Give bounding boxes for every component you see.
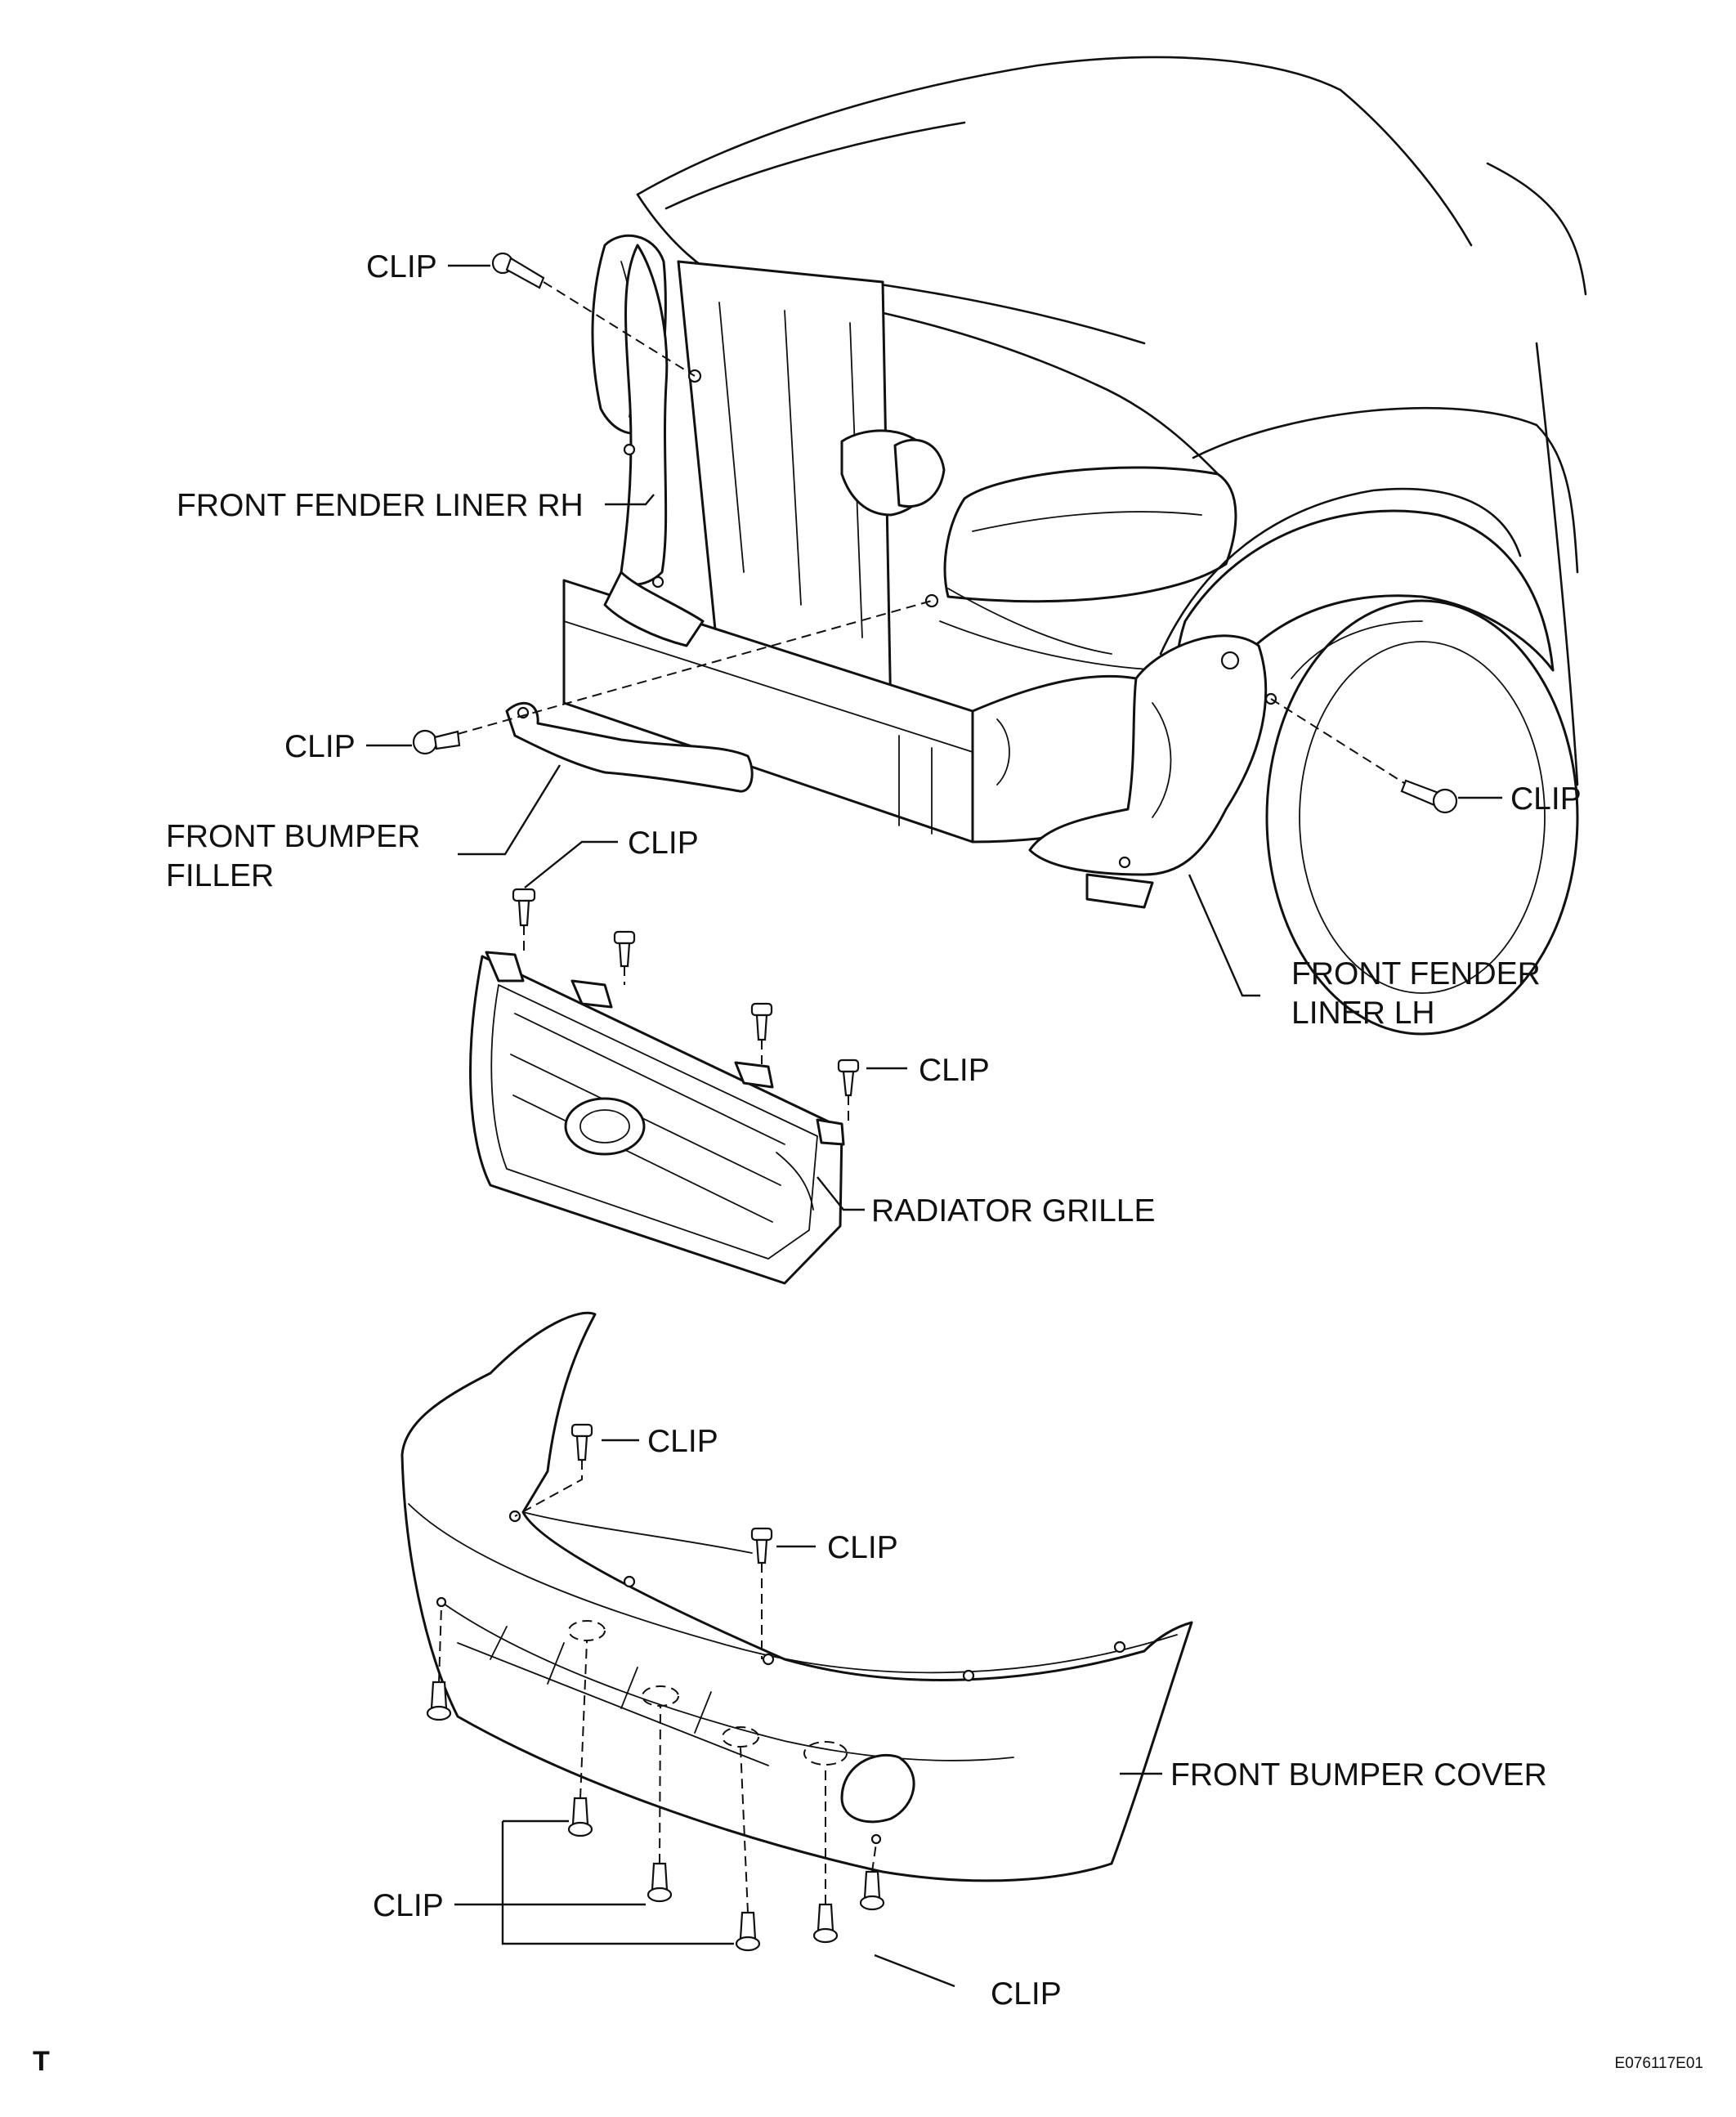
label-front-bumper-filler-1: FRONT BUMPER	[166, 819, 420, 854]
label-clip-bumper-upper-left: CLIP	[647, 1424, 718, 1459]
leader-lines	[366, 264, 1502, 1988]
label-front-bumper-cover: FRONT BUMPER COVER	[1170, 1757, 1547, 1793]
label-clip-grille-right: CLIP	[919, 1053, 990, 1088]
label-clip-fender-lh: CLIP	[1510, 781, 1582, 817]
clip-icon	[750, 1002, 773, 1041]
corner-mark: T	[33, 2046, 50, 2077]
label-radiator-grille: RADIATOR GRILLE	[871, 1193, 1155, 1229]
clip-icon	[426, 1681, 452, 1721]
clip-icon	[570, 1423, 593, 1461]
clip-icon	[859, 1870, 885, 1911]
label-clip-bumper-lower-right: CLIP	[991, 1976, 1062, 2012]
front-bumper-cover	[400, 1311, 1193, 1882]
label-front-bumper-filler-2: FILLER	[166, 858, 274, 893]
clip-icon	[412, 729, 461, 755]
clip-icon	[647, 1862, 673, 1903]
radiator-grille	[469, 951, 845, 1285]
figure-code: E076117E01	[1615, 2055, 1703, 2072]
label-clip-filler: CLIP	[284, 729, 356, 764]
label-front-fender-liner-lh-1: FRONT FENDER	[1291, 956, 1541, 991]
label-front-fender-liner-rh: FRONT FENDER LINER RH	[177, 488, 584, 523]
label-clip-top: CLIP	[366, 249, 437, 284]
clip-icon	[613, 930, 636, 968]
clip-icon	[812, 1903, 839, 1944]
clip-icon	[1400, 779, 1458, 814]
clip-icon	[512, 888, 536, 927]
clip-icon	[567, 1797, 593, 1837]
clip-icon	[735, 1911, 761, 1952]
label-clip-bumper-upper-center: CLIP	[827, 1530, 898, 1565]
clip-icon	[837, 1058, 860, 1097]
clip-icon	[491, 252, 545, 289]
label-clip-bumper-lower-group: CLIP	[373, 1888, 444, 1923]
assembly-lines	[438, 281, 1405, 1913]
label-front-fender-liner-lh-2: LINER LH	[1291, 996, 1435, 1031]
part-labels: CLIP FRONT FENDER LINER RH CLIP FRONT BU…	[166, 249, 1582, 2012]
label-clip-grille-top: CLIP	[628, 826, 699, 861]
vehicle-front-body	[562, 56, 1587, 1036]
clip-icon	[750, 1527, 773, 1564]
clips	[412, 252, 1458, 1952]
